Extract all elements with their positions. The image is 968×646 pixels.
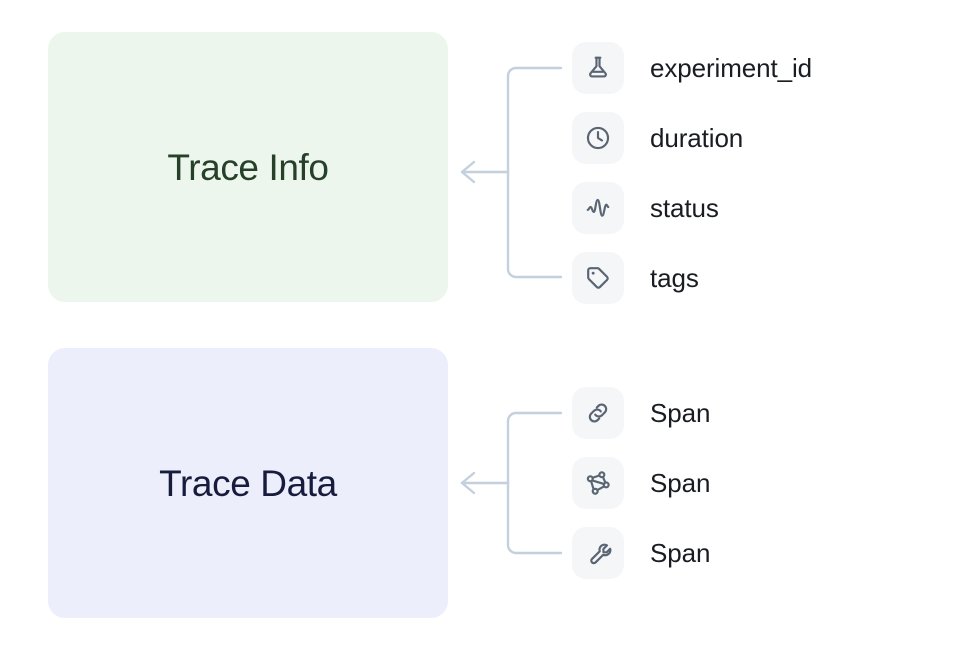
attribute-label: tags xyxy=(650,263,699,293)
group-label-trace-info: Trace Info xyxy=(167,146,329,188)
attribute-row-tags[interactable]: tags xyxy=(572,252,699,304)
connector-arrowhead-trace-info xyxy=(460,160,476,184)
attribute-row-span-2[interactable]: Span xyxy=(572,457,710,509)
attribute-row-span-1[interactable]: Span xyxy=(572,387,710,439)
attribute-row-status[interactable]: status xyxy=(572,182,719,234)
wrench-icon xyxy=(572,527,624,579)
attribute-label: Span xyxy=(650,398,711,428)
group-box-trace-info[interactable]: Trace Info xyxy=(48,32,448,302)
attribute-row-duration[interactable]: duration xyxy=(572,112,743,164)
attribute-row-span-3[interactable]: Span xyxy=(572,527,710,579)
group-box-trace-data[interactable]: Trace Data xyxy=(48,348,448,618)
connector-arrowhead-trace-data xyxy=(460,471,476,495)
activity-icon xyxy=(572,182,624,234)
attribute-label: duration xyxy=(650,123,744,153)
link-icon xyxy=(572,387,624,439)
attribute-label: experiment_id xyxy=(650,53,813,83)
network-icon xyxy=(572,457,624,509)
connector-bracket-trace-info xyxy=(506,66,563,279)
attribute-label: status xyxy=(650,193,719,223)
attribute-label: Span xyxy=(650,538,711,568)
attribute-row-experiment-id[interactable]: experiment_id xyxy=(572,42,812,94)
tag-icon xyxy=(572,252,624,304)
attribute-label: Span xyxy=(650,468,711,498)
connector-bracket-trace-data xyxy=(506,411,563,555)
group-label-trace-data: Trace Data xyxy=(159,462,337,504)
flask-icon xyxy=(572,42,624,94)
clock-icon xyxy=(572,112,624,164)
